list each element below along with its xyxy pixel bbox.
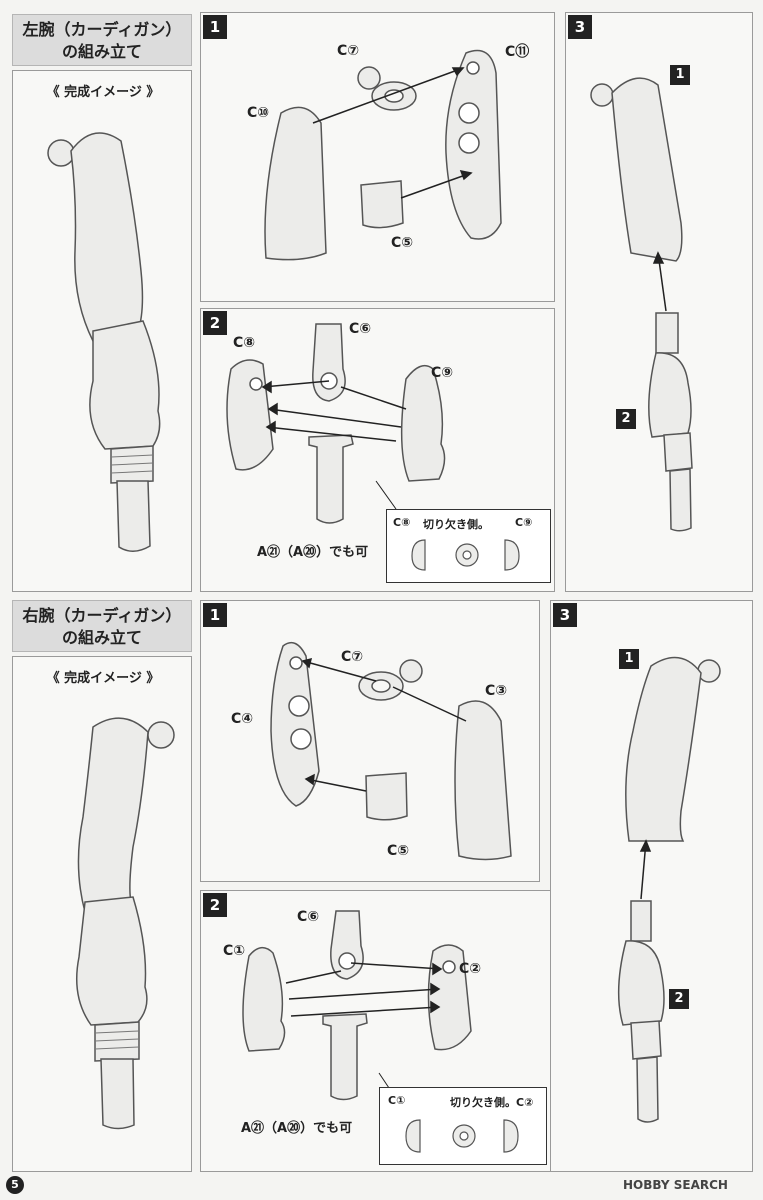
right-step2-panel: 2 C⑥ C① C② A㉑（A⑳）でも可 C① 切り欠き側。C② bbox=[200, 890, 555, 1172]
right-step2-label-c2: C② bbox=[459, 961, 482, 977]
left-preview-peg bbox=[116, 480, 151, 552]
right-step3-badge: 3 bbox=[553, 603, 577, 627]
left-arm-title: 左腕（カーディガン） の組み立て bbox=[12, 14, 192, 66]
left-arm-title-line2: の組み立て bbox=[61, 42, 142, 61]
left-step2-label-c8: C⑧ bbox=[233, 335, 256, 351]
right-step1-panel: 1 C⑦ C④ C③ C⑤ bbox=[200, 600, 540, 882]
left-callout-label-c8: C⑧ bbox=[393, 516, 411, 529]
left-callout-parts-illustration bbox=[411, 539, 520, 571]
left-step3-illustration bbox=[590, 77, 693, 532]
right-step2-callout: C① 切り欠き側。C② bbox=[379, 1087, 547, 1165]
right-preview-arm-illustration bbox=[76, 717, 175, 1130]
left-step2-illustration bbox=[226, 323, 446, 524]
left-step3-end-peg bbox=[669, 468, 692, 532]
right-arm-title-line1: 右腕（カーディガン） bbox=[22, 606, 182, 625]
right-step1-label-c3: C③ bbox=[485, 683, 508, 699]
right-step2-alt-note: A㉑（A⑳）でも可 bbox=[241, 1121, 353, 1136]
left-step1-sleeve-c10 bbox=[264, 106, 327, 261]
right-callout-label-c1: C① bbox=[388, 1094, 406, 1107]
left-step1-insert-c5 bbox=[360, 180, 404, 229]
left-arm-title-line1: 左腕（カーディガン） bbox=[22, 20, 182, 39]
right-step3-sub2: 2 bbox=[669, 989, 689, 1009]
left-callout-notch-text: 切り欠き側。 bbox=[423, 518, 489, 531]
page-number: 5 bbox=[6, 1176, 24, 1194]
right-step1-label-c7: C⑦ bbox=[341, 649, 364, 665]
right-callout-parts-illustration bbox=[405, 1119, 519, 1153]
left-step3-peg bbox=[655, 312, 679, 354]
left-step2-callout: C⑧ 切り欠き側。 C⑨ bbox=[386, 509, 551, 583]
right-step2-label-c1: C① bbox=[223, 943, 246, 959]
watermark: HOBBY SEARCH bbox=[623, 1178, 728, 1192]
left-callout-label-c9: C⑨ bbox=[515, 516, 533, 529]
left-preview-heading: 《 完成イメージ 》 bbox=[46, 85, 160, 100]
left-step2-shell-c8 bbox=[226, 359, 274, 471]
left-step1-label-c11: C⑪ bbox=[505, 44, 530, 60]
left-step3-cuff bbox=[648, 352, 692, 438]
left-step1-ball bbox=[357, 66, 381, 90]
left-step3-badge: 3 bbox=[568, 15, 592, 39]
right-step2-badge: 2 bbox=[203, 893, 227, 917]
left-step1-panel: 1 C⑦ C⑪ C⑩ C⑤ bbox=[200, 12, 555, 302]
right-step3-panel: 3 1 2 bbox=[550, 600, 753, 1172]
left-arm-preview-panel: 《 完成イメージ 》 bbox=[12, 70, 192, 592]
left-step1-illustration bbox=[264, 49, 502, 261]
left-preview-sleeve bbox=[70, 132, 144, 342]
right-arm-title: 右腕（カーディガン） の組み立て bbox=[12, 600, 192, 652]
right-preview-heading: 《 完成イメージ 》 bbox=[46, 671, 160, 686]
left-step2-panel: 2 C⑧ C⑥ C⑨ A㉑（A⑳）でも可 C⑧ 切り欠き側。 C⑨ bbox=[200, 308, 555, 592]
right-arm-title-line2: の組み立て bbox=[61, 628, 142, 647]
right-step2-label-c6: C⑥ bbox=[297, 909, 320, 925]
right-arm-preview-panel: 《 完成イメージ 》 bbox=[12, 656, 192, 1172]
left-step2-badge: 2 bbox=[203, 311, 227, 335]
left-step3-upper-sleeve bbox=[611, 77, 683, 262]
left-step1-label-c7: C⑦ bbox=[337, 43, 360, 59]
left-step2-peg bbox=[308, 434, 354, 524]
right-step3-sub1: 1 bbox=[619, 649, 639, 669]
right-step1-illustration bbox=[270, 641, 512, 861]
right-step1-shell-c4 bbox=[270, 641, 320, 807]
left-step3-panel: 3 1 2 bbox=[565, 12, 753, 592]
right-step2-illustration bbox=[242, 910, 472, 1101]
left-step3-sub2: 2 bbox=[616, 409, 636, 429]
right-step1-label-c4: C④ bbox=[231, 711, 254, 727]
left-step1-badge: 1 bbox=[203, 15, 227, 39]
right-step2-shell-c2 bbox=[427, 944, 472, 1051]
left-step1-label-c10: C⑩ bbox=[247, 105, 270, 121]
left-step2-sleeve-c9 bbox=[400, 364, 446, 482]
left-step2-label-c6: C⑥ bbox=[349, 321, 372, 337]
left-step2-alt-note: A㉑（A⑳）でも可 bbox=[257, 545, 369, 560]
right-step1-sleeve-c3 bbox=[454, 700, 512, 861]
right-step3-illustration bbox=[617, 656, 721, 1123]
right-callout-notch-text: 切り欠き側。C② bbox=[450, 1096, 534, 1109]
right-step1-badge: 1 bbox=[203, 603, 227, 627]
left-step2-label-c9: C⑨ bbox=[431, 365, 454, 381]
left-step1-label-c5: C⑤ bbox=[391, 235, 414, 251]
left-preview-cuff bbox=[89, 320, 161, 450]
right-step1-label-c5: C⑤ bbox=[387, 843, 410, 859]
left-preview-arm-illustration bbox=[47, 132, 161, 552]
left-preview-joint-ball bbox=[47, 139, 75, 167]
left-step3-sub1: 1 bbox=[670, 65, 690, 85]
